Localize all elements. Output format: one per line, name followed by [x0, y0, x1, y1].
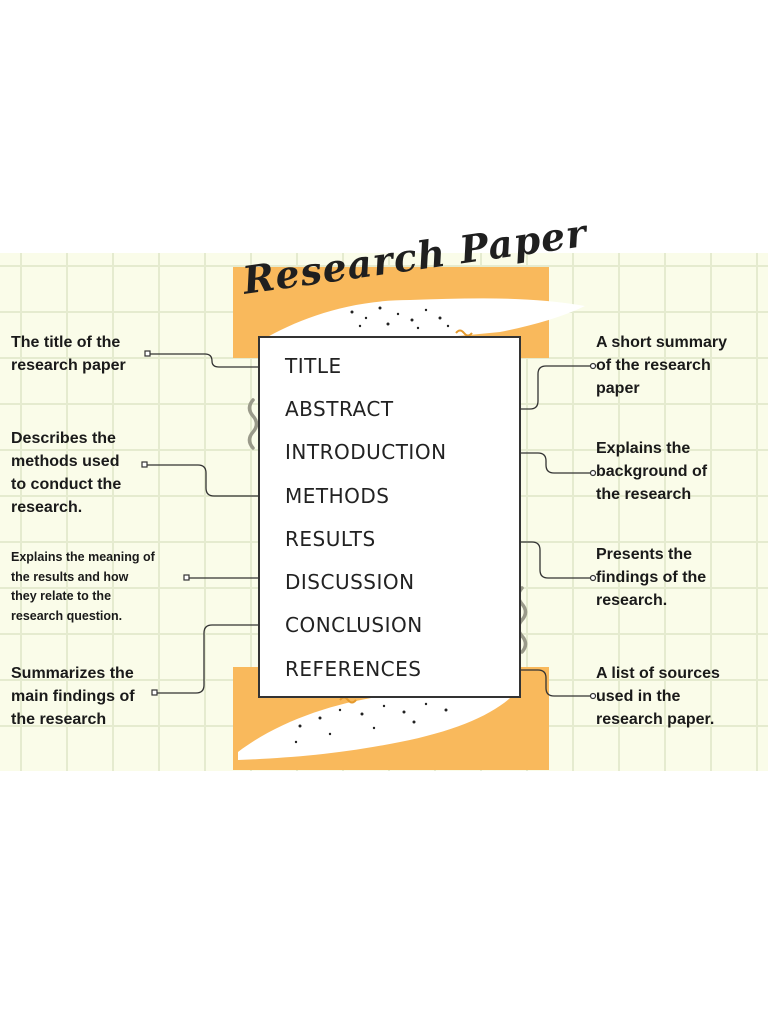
connector-lines: [147, 353, 593, 697]
section-label-abstract: ABSTRACT: [285, 397, 394, 421]
squiggle-left: [247, 398, 259, 450]
connector-methods: [147, 464, 283, 497]
connector-introduction: [462, 452, 593, 474]
speckle-dots-top: [350, 306, 450, 330]
section-label-results: RESULTS: [285, 527, 376, 551]
connector-endpoints: [141, 350, 190, 696]
squiggle-orange-bottom: [339, 696, 357, 704]
section-label-title: TITLE: [285, 354, 342, 378]
connector-results: [402, 541, 593, 579]
note-results: Presents the findings of the research.: [596, 546, 707, 609]
connector-endpoints-right: [589, 362, 597, 700]
note-references: A list of sources used in the research p…: [596, 665, 720, 728]
section-label-discussion: DISCUSSION: [285, 570, 415, 594]
white-brush-stroke-bottom: [238, 688, 520, 760]
connector-abstract: [407, 365, 593, 410]
squiggle-orange-top: [455, 329, 473, 337]
connector-title: [150, 353, 283, 368]
speckle-dots-bottom: [294, 702, 448, 744]
section-label-references: REFERENCES: [285, 657, 422, 681]
connector-references: [442, 669, 593, 697]
note-discussion: Explains the meaning of the results and …: [11, 550, 155, 623]
white-brush-stroke-top: [262, 298, 585, 346]
paper-outline-card: [258, 336, 521, 698]
connector-conclusion: [157, 624, 283, 694]
section-label-methods: METHODS: [285, 484, 390, 508]
section-label-conclusion: CONCLUSION: [285, 613, 423, 637]
note-conclusion: Summarizes the main findings of the rese…: [11, 665, 135, 728]
note-introduction: Explains the background of the research: [596, 440, 708, 503]
note-title: The title of the research paper: [11, 334, 126, 374]
section-label-introduction: INTRODUCTION: [285, 440, 447, 464]
note-abstract: A short summary of the research paper: [596, 334, 727, 397]
note-methods: Describes the methods used to conduct th…: [11, 430, 122, 516]
